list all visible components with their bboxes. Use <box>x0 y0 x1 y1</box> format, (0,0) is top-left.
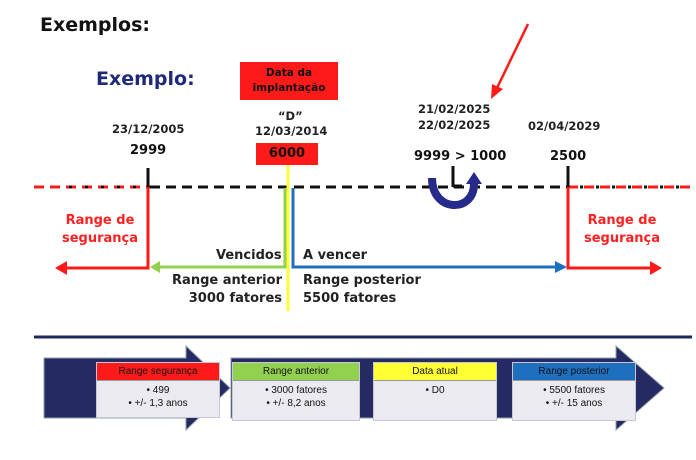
range-posterior-line2: 5500 fatores <box>303 291 397 306</box>
d-label: “D” <box>278 109 303 123</box>
range-posterior-line1: Range posterior <box>303 273 421 288</box>
card-header: Range anterior <box>233 363 359 381</box>
card-line: • 499 <box>146 385 170 396</box>
implant-line2: implantação <box>252 82 326 94</box>
mid-marker-date2: 22/02/2025 <box>418 118 491 132</box>
left-marker-date: 23/12/2005 <box>112 122 185 136</box>
card-line: • +/- 8,2 anos <box>266 398 326 409</box>
card-line: • +/- 1,3 anos <box>128 398 188 409</box>
mid-marker-value: 9999 > 1000 <box>414 149 507 164</box>
range-anterior-line2: 3000 fatores <box>188 291 282 306</box>
d-value-box: 6000 <box>256 143 318 165</box>
card-range-seguranca: Range segurança • 499 • +/- 1,3 anos <box>96 362 220 418</box>
card-line: • +/- 15 anos <box>545 398 603 409</box>
card-body: • 499 • +/- 1,3 anos <box>97 381 219 410</box>
card-header: Range posterior <box>513 363 635 381</box>
right-marker-date: 02/04/2029 <box>528 119 601 133</box>
d-date: 12/03/2014 <box>255 124 328 138</box>
range-anterior-label: Range anterior 3000 fatores <box>172 272 282 308</box>
card-range-anterior: Range anterior • 3000 fatores • +/- 8,2 … <box>232 362 360 421</box>
right-safety-line2: segurança <box>583 231 661 246</box>
card-body: • D0 <box>374 381 496 397</box>
card-line: • 5500 fatores <box>543 385 605 396</box>
example-subtitle: Exemplo: <box>96 68 195 90</box>
vencidos-label: Vencidos <box>216 248 282 263</box>
left-marker-value: 2999 <box>130 143 167 158</box>
blue-range-line <box>291 188 556 269</box>
card-header: Data atual <box>374 363 496 381</box>
right-marker-value: 2500 <box>550 149 587 164</box>
range-anterior-line1: Range anterior <box>172 273 282 288</box>
left-safety-line2: segurança <box>61 231 139 246</box>
right-red-bracket <box>566 187 650 270</box>
mid-marker-date1: 21/02/2025 <box>418 102 491 116</box>
range-posterior-label: Range posterior 5500 fatores <box>303 272 421 308</box>
card-data-atual: Data atual • D0 <box>373 362 497 421</box>
a-vencer-label: A vencer <box>303 248 368 263</box>
left-safety-label: Range de segurança <box>60 212 140 248</box>
card-body: • 3000 fatores • +/- 8,2 anos <box>233 381 359 410</box>
page-title: Exemplos: <box>40 14 150 36</box>
rollover-arrow-icon <box>428 172 482 209</box>
card-body: • 5500 fatores • +/- 15 anos <box>513 381 635 410</box>
implant-line1: Data da <box>265 67 313 79</box>
card-line: • D0 <box>425 385 445 396</box>
right-safety-line1: Range de <box>587 213 657 228</box>
left-red-bracket <box>65 187 150 270</box>
red-pointer-arrow <box>491 23 530 99</box>
right-safety-label: Range de segurança <box>578 212 666 248</box>
left-safety-line1: Range de <box>65 213 135 228</box>
card-range-posterior: Range posterior • 5500 fatores • +/- 15 … <box>512 362 636 421</box>
card-line: • 3000 fatores <box>265 385 327 396</box>
card-header: Range segurança <box>97 363 219 381</box>
implant-date-box: Data da implantação <box>240 62 338 100</box>
green-range-line <box>158 188 287 269</box>
